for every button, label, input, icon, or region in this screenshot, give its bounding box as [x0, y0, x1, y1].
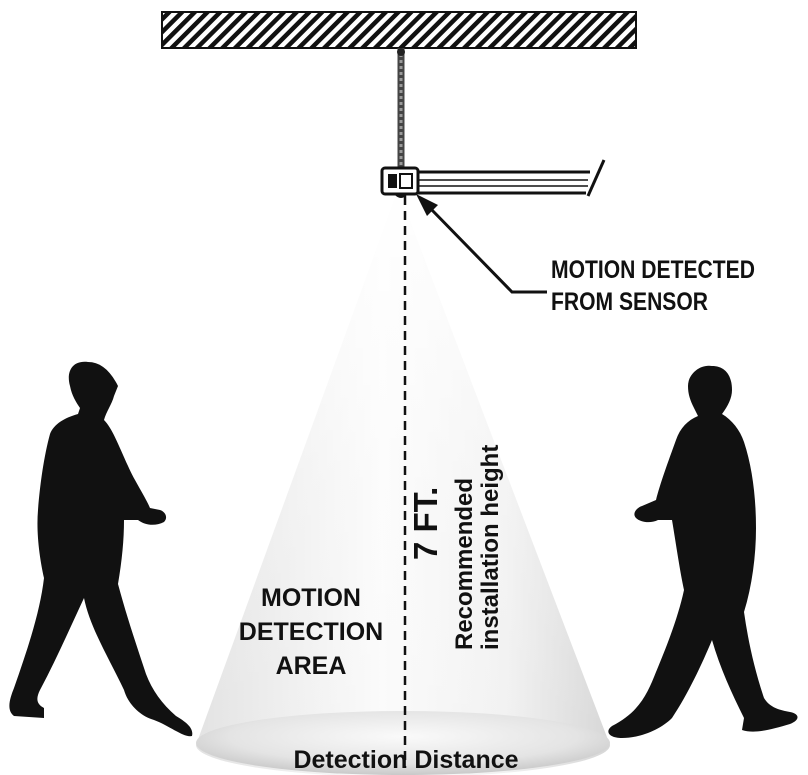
detection-area-label-line3: AREA	[276, 652, 347, 680]
height-caption-line2: installation height	[477, 445, 504, 650]
sensor-pointer-arrow	[416, 194, 547, 294]
hanging-chain	[397, 48, 405, 170]
motion-sensor-icon	[380, 159, 606, 198]
motion-detected-label-line1: MOTION DETECTED	[551, 256, 755, 284]
height-value-label: 7 FT.	[407, 487, 444, 560]
detection-area-label-line2: DETECTION	[239, 618, 383, 646]
person-walking-icon	[608, 365, 798, 738]
motion-detected-label-line2: FROM SENSOR	[551, 288, 708, 316]
detection-cone	[196, 190, 610, 775]
detection-distance-label: Detection Distance	[293, 746, 518, 774]
detection-area-label-line1: MOTION	[261, 584, 361, 612]
ceiling-icon	[161, 11, 637, 49]
detection-floor-area	[196, 711, 610, 775]
person-walking-icon	[9, 361, 193, 737]
height-caption-line1: Recommended	[451, 478, 478, 650]
